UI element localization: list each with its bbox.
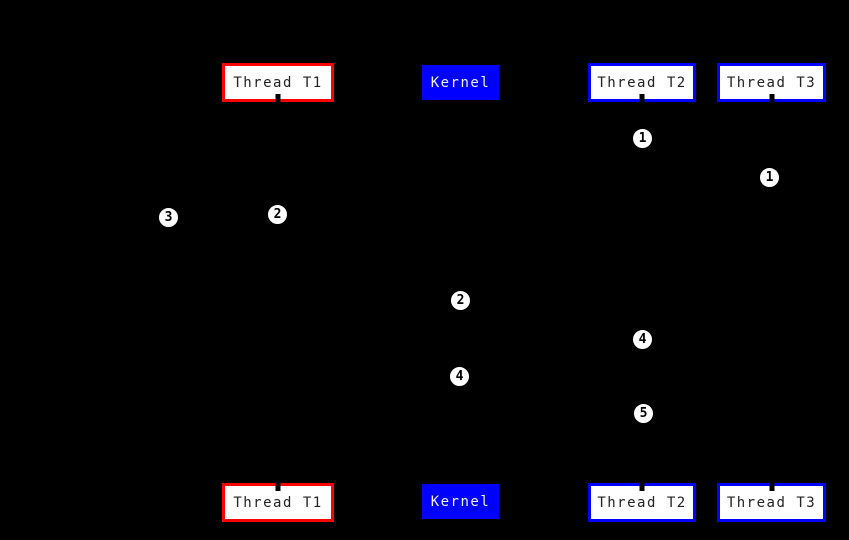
sequence-number-marker: 2 [267,204,288,225]
participant-box-kernel-bottom: Kernel [422,484,499,519]
participant-box-thread-t2-top: Thread T2 [588,63,696,102]
participant-box-thread-t1-top: Thread T1 [222,63,334,102]
participant-label: Kernel [430,493,491,510]
sequence-number-marker: 4 [449,366,470,387]
participant-box-kernel-top: Kernel [422,65,499,100]
participant-box-thread-t3-bottom: Thread T3 [717,483,826,522]
sequence-number-marker: 1 [759,167,780,188]
participant-label: Thread T2 [597,74,687,91]
sequence-number-marker: 2 [450,290,471,311]
participant-box-thread-t3-top: Thread T3 [717,63,826,102]
sequence-number-marker: 1 [632,128,653,149]
sequence-number-marker: 3 [158,207,179,228]
participant-label: Thread T3 [726,74,817,91]
participant-label: Thread T2 [597,494,687,511]
participant-box-thread-t1-bottom: Thread T1 [222,483,334,522]
participant-label: Kernel [430,74,491,91]
participant-label: Thread T1 [233,494,323,511]
participant-label: Thread T1 [233,74,323,91]
sequence-number-marker: 5 [633,403,654,424]
sequence-number-marker: 4 [632,329,653,350]
participant-box-thread-t2-bottom: Thread T2 [588,483,696,522]
participant-label: Thread T3 [726,494,817,511]
